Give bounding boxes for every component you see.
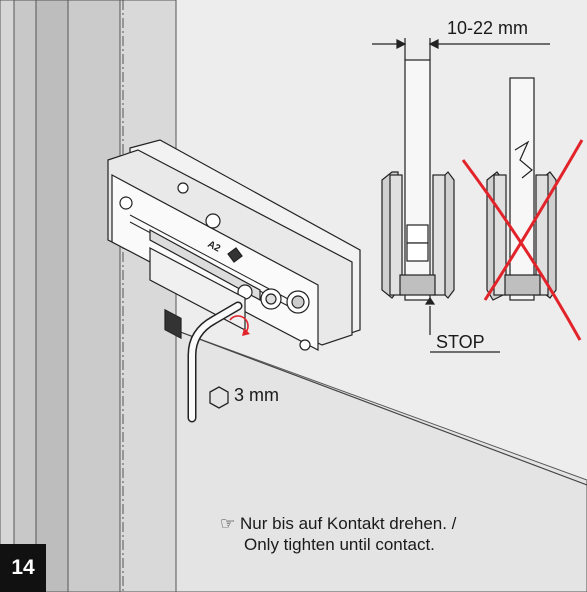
gap-range-label: 10-22 mm <box>447 18 529 38</box>
allen-size-label: 3 mm <box>234 385 279 405</box>
allen-key <box>187 301 250 423</box>
hint-line-english: Only tighten until contact. <box>244 535 435 554</box>
instruction-hint: ☞Nur bis auf Kontakt drehen. / Only tigh… <box>220 513 456 555</box>
correct-fitting <box>381 59 455 335</box>
device-mark: A2 <box>206 239 223 255</box>
step-number-badge: 14 <box>0 544 46 592</box>
cross-out-icon <box>461 139 584 341</box>
stop-label: STOP <box>436 332 485 352</box>
frame-profile <box>0 0 177 592</box>
pointing-hand-icon: ☞ <box>220 514 236 533</box>
damper-device <box>107 139 361 351</box>
hexagon-icon <box>209 386 229 409</box>
hint-line-german: Nur bis auf Kontakt drehen. / <box>240 514 457 533</box>
dimension-markers <box>372 38 550 60</box>
